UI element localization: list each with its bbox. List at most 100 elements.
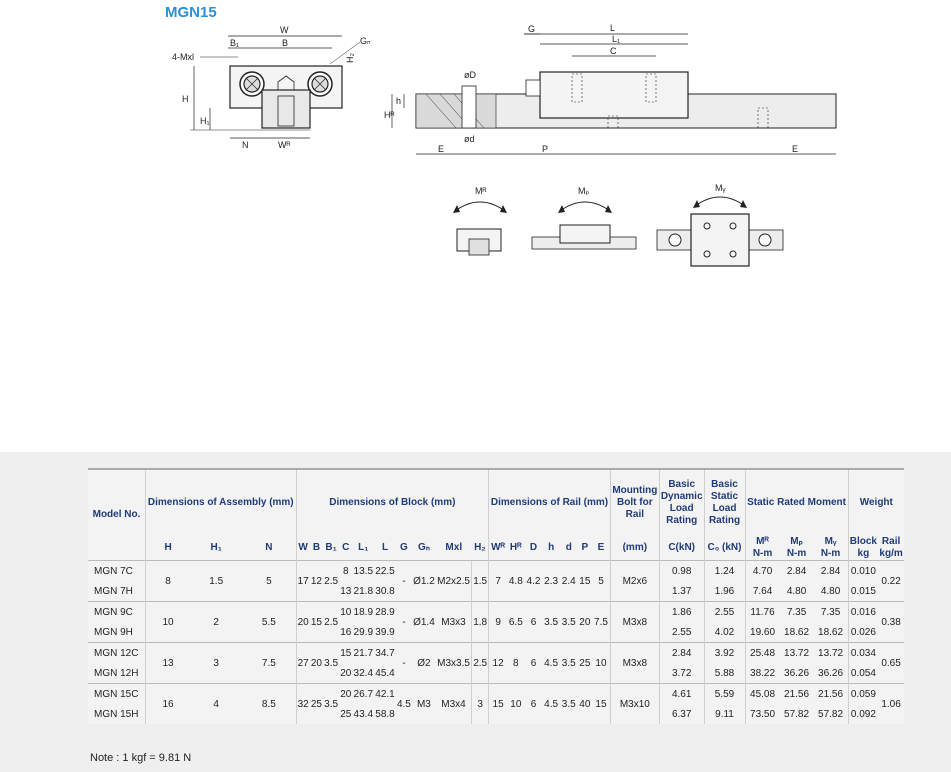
table-cell: 39.9 xyxy=(375,626,395,638)
table-cell: - xyxy=(395,642,412,684)
table-cell: 11.76 xyxy=(744,601,780,622)
subheader-cell: Mxl xyxy=(445,542,463,553)
table-cell: 7.35 xyxy=(813,601,849,622)
table-cell: 2.84 xyxy=(779,560,814,581)
subheader-cell: (mm) xyxy=(609,536,660,561)
table-cell: 8 xyxy=(145,560,191,602)
header-assembly: Dimensions of Assembly (mm) xyxy=(145,468,297,536)
table-cell: 10 xyxy=(592,642,611,684)
label-l: L xyxy=(610,23,615,33)
table-cell: M2x2.5 xyxy=(435,560,472,602)
subheader-cell: E xyxy=(597,542,605,553)
label-c: C xyxy=(610,46,617,56)
table-cell: 12 xyxy=(309,560,324,602)
subheader-cell: L₁ xyxy=(358,542,369,553)
table-cell: 7.64 xyxy=(744,581,780,602)
table-cell: 2.55 xyxy=(703,601,746,622)
table-cell: 20 xyxy=(577,601,593,643)
subheader-cell: d xyxy=(565,542,572,553)
table-cell: Ø2 xyxy=(411,642,436,684)
table-cell: 45.08 xyxy=(744,683,780,704)
subheader-cell: C(kN) xyxy=(658,536,705,561)
table-cell: 7.5 xyxy=(242,642,297,684)
table-cell: 36.26 xyxy=(784,667,810,679)
table-cell: 73.50 xyxy=(744,704,780,724)
label-h: H xyxy=(182,94,189,104)
label-g: G xyxy=(528,24,535,34)
table-cell: 6 xyxy=(524,683,543,724)
label-od2: ød xyxy=(464,134,475,144)
table-cell: 0.015 xyxy=(847,581,879,602)
table-cell: 2.3 xyxy=(542,560,560,602)
header-dynamic: Basic Dynamic Load Rating xyxy=(658,468,705,536)
table-cell: 3.5 xyxy=(542,601,560,643)
table-cell: 3 xyxy=(471,683,489,724)
table-cell: 26.7 xyxy=(352,683,375,704)
subheader-cell: H xyxy=(145,536,191,561)
table-cell: 16 xyxy=(340,626,352,638)
table-cell: 4.80 xyxy=(820,585,841,597)
table-cell: MGN 12H xyxy=(94,667,139,679)
table-cell: 30.8 xyxy=(375,585,395,597)
table-cell: 21.8 xyxy=(353,585,374,597)
table-cell: 32.4 xyxy=(353,667,374,679)
label-mxl: 4-Mxl xyxy=(172,52,194,62)
table-cell: 9.11 xyxy=(703,704,746,724)
label-mp: Mₚ xyxy=(578,186,589,196)
table-cell: 5 xyxy=(592,560,611,602)
table-cell: 1.8 xyxy=(471,601,489,643)
label-h1: H₁ xyxy=(200,116,210,126)
subheader-cell: Wᴿ xyxy=(488,536,508,561)
table-cell: 58.8 xyxy=(375,708,395,720)
table-cell: 7.5 xyxy=(592,601,611,643)
table-cell: 1.5 xyxy=(190,560,243,602)
subheader-cell: W xyxy=(295,536,310,561)
table-cell: M3x8 xyxy=(609,601,660,643)
table-cell: M2x6 xyxy=(609,560,660,602)
table-cell: 15 xyxy=(488,683,508,724)
side-view-diagram: L L₁ C G øD Hᴿ h ød E P E xyxy=(384,23,837,155)
table-cell: 8 xyxy=(507,642,525,684)
subheader-cell: P xyxy=(581,542,589,553)
table-cell: 15 xyxy=(592,683,611,724)
table-cell: 0.22 xyxy=(878,560,904,602)
table-cell: 18.62 xyxy=(784,626,810,638)
label-hr: Hᴿ xyxy=(384,110,395,120)
subheader-cell: L xyxy=(381,542,389,553)
table-cell: 0.034 xyxy=(847,642,879,663)
table-cell: 20 xyxy=(295,601,310,643)
subheader-cell: h xyxy=(548,542,555,553)
front-view-diagram: W B₁ B Gₙ 4-Mxl H₂ H H₁ N Wᴿ xyxy=(172,25,370,150)
unit-note: Note : 1 kgf = 9.81 N xyxy=(90,752,192,764)
table-cell: 43.4 xyxy=(353,708,374,720)
table-cell: 13.72 xyxy=(813,642,849,663)
subheader-cell: C xyxy=(342,542,350,553)
table-cell: 21.7 xyxy=(352,642,375,663)
table-cell: 57.82 xyxy=(818,708,844,720)
table-cell: 4.02 xyxy=(703,622,746,643)
table-cell: 6 xyxy=(524,601,543,643)
table-cell: MGN 15C xyxy=(88,683,146,704)
table-cell: 4.80 xyxy=(786,585,807,597)
header-static: Basic Static Load Rating xyxy=(703,468,746,536)
table-cell: 3.5 xyxy=(323,683,340,724)
table-cell: 29.9 xyxy=(353,626,374,638)
label-wr: Wᴿ xyxy=(278,140,291,150)
table-cell: 21.56 xyxy=(779,683,814,704)
table-cell: 20 xyxy=(309,642,324,684)
table-cell: MGN 7H xyxy=(94,585,133,597)
table-cell: 20 xyxy=(339,683,353,704)
table-cell: 5 xyxy=(242,560,297,602)
table-cell: 13 xyxy=(145,642,191,684)
label-od: øD xyxy=(464,70,476,80)
table-cell: - xyxy=(395,601,412,643)
table-cell: 20 xyxy=(340,667,352,679)
